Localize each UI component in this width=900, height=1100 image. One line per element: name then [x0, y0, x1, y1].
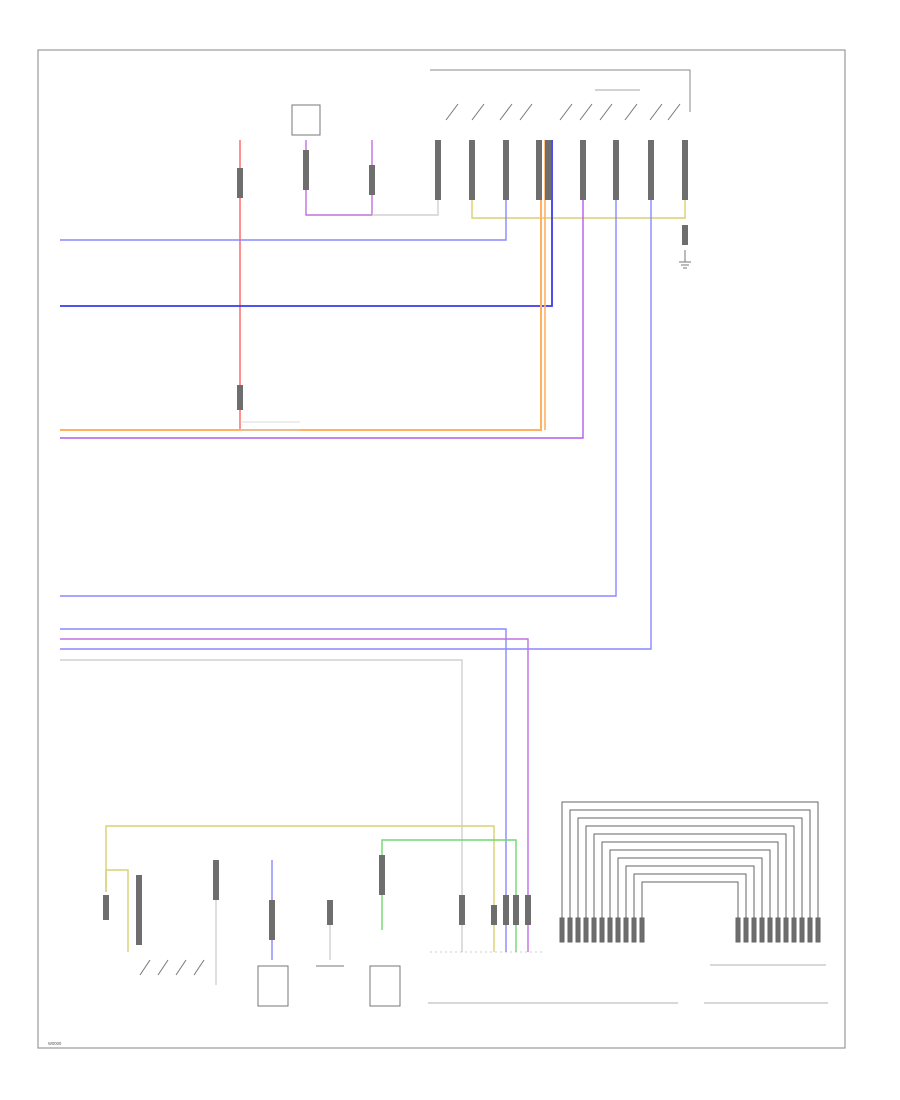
wire-orange	[60, 140, 542, 431]
connector-icon	[751, 917, 757, 943]
connector-icon	[639, 917, 645, 943]
connector-icon	[379, 855, 385, 895]
wires	[60, 140, 686, 985]
connector-icon	[583, 917, 589, 943]
connector-icon	[775, 917, 781, 943]
connector-icon	[503, 140, 509, 200]
connector-icon	[591, 917, 597, 943]
connector-icon	[237, 385, 243, 410]
connector-icon	[103, 895, 109, 920]
wire-green	[381, 839, 517, 952]
ground-icon	[679, 250, 691, 269]
switch-icon	[139, 959, 205, 976]
connector-icon	[815, 917, 821, 943]
connector-icon	[469, 140, 475, 200]
wire-white-2	[60, 659, 463, 952]
component-block	[291, 104, 321, 136]
connector-icon	[607, 917, 613, 943]
harness-wire	[585, 825, 795, 930]
harness-wire	[617, 857, 763, 930]
connector-icon	[491, 905, 497, 925]
wire-yellow-2	[105, 825, 495, 952]
connector-icon	[580, 140, 586, 200]
connector-icon	[369, 165, 375, 195]
harness-wire	[609, 849, 771, 930]
harness-wire	[593, 833, 787, 930]
connector-icon	[783, 917, 789, 943]
component-block	[257, 965, 289, 1007]
bottom-components	[139, 801, 828, 1007]
connector-icon	[807, 917, 813, 943]
wire-blue-3	[60, 628, 507, 952]
connector-icon	[682, 225, 688, 245]
connector-icon	[631, 917, 637, 943]
connector-icon	[503, 895, 509, 925]
connector-icon	[545, 140, 551, 200]
connector-icon	[615, 917, 621, 943]
wire-blue-dark	[60, 140, 553, 307]
harness-wire	[577, 817, 803, 930]
harness-wire	[641, 881, 739, 930]
component-block	[369, 965, 401, 1007]
switch-housing-bracket	[430, 69, 691, 112]
connector-icon	[648, 140, 654, 200]
top-components	[291, 69, 691, 269]
connector-icon	[759, 917, 765, 943]
harness-wire	[561, 801, 819, 930]
connector-icon	[623, 917, 629, 943]
wire-violet-3	[60, 638, 529, 952]
connector-icon	[525, 895, 531, 925]
connector-icon	[136, 875, 142, 945]
wire-violet-2	[60, 140, 584, 439]
connector-icon	[513, 895, 519, 925]
connector-icon	[459, 895, 465, 925]
connector-icon	[567, 917, 573, 943]
wire-blue-2	[60, 140, 617, 597]
harness-loops	[559, 801, 821, 943]
connector-icon	[613, 140, 619, 200]
connector-icon	[575, 917, 581, 943]
connector-icon	[767, 917, 773, 943]
connector-icon	[682, 140, 688, 200]
connector-icon	[435, 140, 441, 200]
harness-wire	[569, 809, 811, 930]
wire-yellow-3	[105, 869, 129, 952]
connector-icon	[536, 140, 542, 200]
connector-icon	[327, 900, 333, 925]
diagram-frame	[37, 49, 846, 1049]
harness-wire	[625, 865, 755, 930]
connector-icon	[559, 917, 565, 943]
harness-wire	[601, 841, 779, 930]
connector-icon	[799, 917, 805, 943]
footer-code: W0000	[48, 1041, 62, 1046]
connector-icon	[599, 917, 605, 943]
wire-violet	[305, 140, 373, 216]
connector-icon	[269, 900, 275, 940]
connector-icon	[743, 917, 749, 943]
switch-icon	[445, 103, 681, 121]
wire-branch	[240, 421, 300, 431]
connector-icon	[237, 168, 243, 198]
wire-white	[372, 140, 439, 216]
harness-wire	[633, 873, 747, 930]
connector-icon	[791, 917, 797, 943]
connector-icon	[213, 860, 219, 900]
connector-icon	[735, 917, 741, 943]
connector-icon	[303, 150, 309, 190]
connectors	[103, 140, 688, 945]
wire-blue-4	[60, 140, 652, 650]
